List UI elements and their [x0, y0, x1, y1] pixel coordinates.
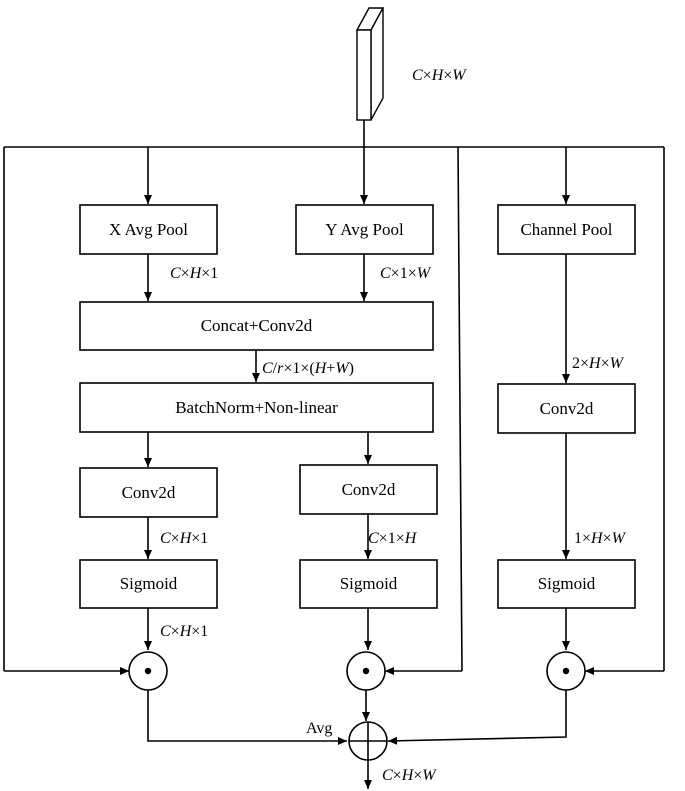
conv-x-label: Conv2d	[122, 483, 176, 502]
x-pool-out-dims: C×H×1	[170, 265, 218, 282]
conv-x-box	[79, 467, 218, 518]
multiply-c-icon	[546, 651, 586, 691]
batchnorm-label: BatchNorm+Non-linear	[175, 398, 338, 417]
input-distribution-lines	[4, 120, 664, 204]
multiply-y-icon	[346, 651, 386, 691]
input-dims-label: C×H×W	[412, 67, 467, 84]
input-tensor-icon	[355, 7, 385, 121]
x-avg-pool-box	[79, 204, 218, 255]
concat-conv-box	[79, 301, 434, 351]
channel-pool-label: Channel Pool	[520, 220, 612, 239]
aggregation-lines	[147, 690, 567, 745]
concat-conv-label: Concat+Conv2d	[201, 316, 313, 335]
sigmoid-c-box	[497, 559, 636, 609]
concat-out-dims: C/r×1×(H+W)	[262, 360, 354, 377]
sum-node-icon	[348, 721, 388, 761]
conv-y-box	[299, 464, 438, 515]
output-dims-label: C×H×W	[382, 767, 437, 784]
channel-pool-out-dims: 2×H×W	[572, 355, 625, 372]
batchnorm-box	[79, 382, 434, 433]
conv-c-box	[497, 383, 636, 434]
sigmoid-x-label: Sigmoid	[120, 574, 178, 593]
sigmoid-x-box	[79, 559, 218, 609]
y-avg-pool-box	[295, 204, 434, 255]
x-avg-pool-label: X Avg Pool	[109, 220, 188, 239]
y-pool-out-dims: C×1×W	[380, 265, 432, 282]
sigmoid-x-out-dims: C×H×1	[160, 623, 208, 640]
conv-y-label: Conv2d	[342, 480, 396, 499]
conv-c-out-dims: 1×H×W	[574, 530, 627, 547]
sigmoid-y-label: Sigmoid	[340, 574, 398, 593]
channel-pool-box	[497, 204, 636, 255]
conv-c-label: Conv2d	[540, 399, 594, 418]
conv-x-out-dims: C×H×1	[160, 530, 208, 547]
avg-label: Avg	[306, 720, 332, 737]
sigmoid-y-box	[299, 559, 438, 609]
conv-y-out-dims: C×1×H	[368, 530, 418, 547]
multiply-x-icon	[128, 651, 168, 691]
y-avg-pool-label: Y Avg Pool	[325, 220, 404, 239]
residual-paths	[3, 146, 665, 675]
sigmoid-c-label: Sigmoid	[538, 574, 596, 593]
